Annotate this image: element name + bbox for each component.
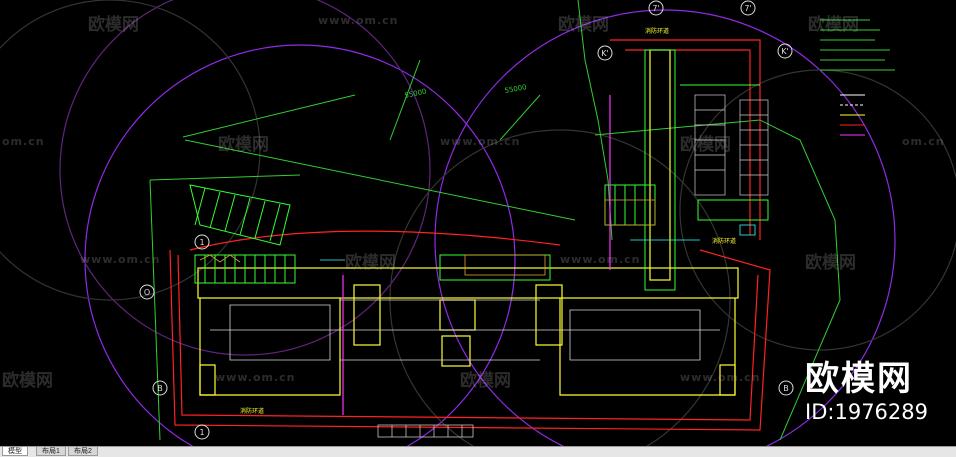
layout-tab-bar: 模型 布局1 布局2 bbox=[0, 446, 956, 457]
tab-layout-2[interactable]: 布局2 bbox=[68, 447, 98, 456]
brand-overlay: 欧模网 ID:1976289 bbox=[805, 359, 928, 425]
grid-mark-k-right: K' bbox=[781, 47, 788, 56]
fire-lane-label: 消防环道 bbox=[240, 407, 264, 415]
tab-layout-1[interactable]: 布局1 bbox=[36, 447, 66, 456]
cad-drawing: 1 O B 1 B 7' 7' K' K' 55000 55000 消防环道 消… bbox=[0, 0, 956, 446]
grid-mark-1: 1 bbox=[199, 238, 204, 247]
grid-mark-b-right: B bbox=[783, 384, 789, 393]
grid-mark-7-right: 7' bbox=[744, 4, 751, 13]
grid-mark-o: O bbox=[144, 288, 150, 297]
grid-mark-7-left: 7' bbox=[652, 4, 659, 13]
brand-name: 欧模网 bbox=[805, 359, 914, 399]
grid-mark-1b: 1 bbox=[199, 428, 204, 437]
cad-drawing-canvas[interactable]: 1 O B 1 B 7' 7' K' K' 55000 55000 消防环道 消… bbox=[0, 0, 956, 446]
model-id: ID:1976289 bbox=[805, 400, 928, 424]
grid-mark-k-left: K' bbox=[601, 49, 608, 58]
tab-model[interactable]: 模型 bbox=[2, 447, 28, 456]
fire-lane-label-2: 消防环道 bbox=[645, 27, 669, 35]
fire-lane-label-3: 消防环道 bbox=[712, 237, 736, 245]
grid-mark-b: B bbox=[157, 384, 163, 393]
dimension-label-b: 55000 bbox=[504, 83, 527, 95]
